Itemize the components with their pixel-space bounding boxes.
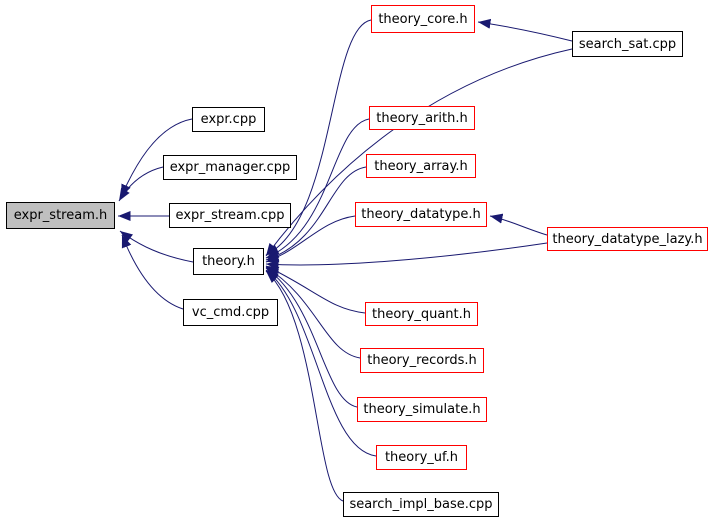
graph-node-theory-uf-h[interactable]: theory_uf.h <box>376 445 467 470</box>
edge-theory-datatype-lazy-h-to-theory-datatype-h <box>489 213 548 236</box>
graph-node-vc-cmd-cpp: vc_cmd.cpp <box>183 299 278 326</box>
graph-node-theory-datatype-h[interactable]: theory_datatype.h <box>355 202 487 227</box>
graph-node-theory-arith-h[interactable]: theory_arith.h <box>369 106 475 130</box>
edge-theory-datatype-lazy-h-to-theory-h <box>265 242 548 270</box>
edge-theory-quant-h-to-theory-h <box>265 265 366 314</box>
graph-node-theory-array-h[interactable]: theory_array.h <box>366 154 476 178</box>
graph-node-expr-stream-h: expr_stream.h <box>6 202 115 229</box>
graph-node-theory-simulate-h[interactable]: theory_simulate.h <box>357 397 487 422</box>
edge-theory-uf-h-to-theory-h <box>265 269 377 457</box>
edge-search-sat-cpp-to-theory-core-h <box>477 18 573 42</box>
graph-node-search-impl-base-cpp: search_impl_base.cpp <box>343 492 499 517</box>
graph-node-theory-records-h[interactable]: theory_records.h <box>360 348 484 373</box>
edge-theory-simulate-h-to-theory-h <box>265 267 358 408</box>
graph-node-theory-quant-h[interactable]: theory_quant.h <box>365 302 478 326</box>
graph-node-expr-cpp: expr.cpp <box>192 107 265 132</box>
graph-node-expr-manager-cpp: expr_manager.cpp <box>163 155 297 180</box>
edge-theory-core-h-to-theory-h <box>265 19 372 256</box>
edge-theory-records-h-to-theory-h <box>265 266 361 359</box>
graph-node-theory-datatype-lazy-h[interactable]: theory_datatype_lazy.h <box>547 227 708 251</box>
edge-theory-datatype-h-to-theory-h <box>265 215 356 263</box>
edge-theory-arith-h-to-theory-h <box>265 118 370 259</box>
edge-search-impl-base-cpp-to-theory-h <box>265 270 344 502</box>
edge-theory-array-h-to-theory-h <box>265 166 367 261</box>
edge-vc-cmd-cpp-to-expr-stream-h <box>121 234 184 310</box>
graph-node-theory-h: theory.h <box>193 248 264 275</box>
graph-node-expr-stream-cpp: expr_stream.cpp <box>169 203 291 228</box>
edge-expr-manager-cpp-to-expr-stream-h <box>118 166 164 202</box>
graph-node-theory-core-h[interactable]: theory_core.h <box>371 5 475 33</box>
graph-node-search-sat-cpp: search_sat.cpp <box>572 31 683 57</box>
